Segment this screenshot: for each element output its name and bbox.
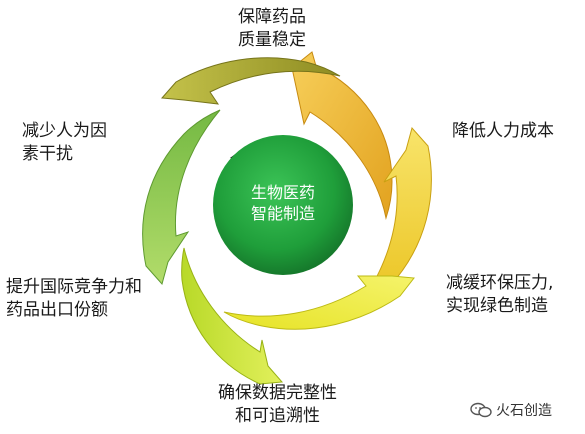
label-quality-line2: 质量稳定 xyxy=(238,30,306,50)
label-data-integrity-line1: 确保数据完整性 xyxy=(218,383,337,403)
label-human-factors: 减少人为因 素干扰 xyxy=(22,120,107,166)
label-competitiveness-line2: 药品出口份额 xyxy=(6,300,108,320)
label-quality-line1: 保障药品 xyxy=(238,7,306,27)
label-green-line2: 实现绿色制造 xyxy=(446,296,548,316)
label-data-integrity-line2: 和可追溯性 xyxy=(235,406,320,426)
arrow-left-upper xyxy=(160,57,341,105)
center-title-line1: 生物医药 xyxy=(250,183,315,202)
label-labor-cost: 降低人力成本 xyxy=(452,120,554,143)
center-title-line2: 智能制造 xyxy=(250,204,315,223)
center-title: 生物医药 智能制造 xyxy=(228,182,338,224)
label-competitiveness: 提升国际竞争力和 药品出口份额 xyxy=(6,276,142,322)
label-labor-cost-line1: 降低人力成本 xyxy=(452,121,554,141)
center-sphere xyxy=(213,135,353,275)
arrow-right-lower xyxy=(223,275,415,330)
arrow-left-lower xyxy=(142,109,221,286)
arrow-bottom xyxy=(181,247,284,385)
label-human-factors-line2: 素干扰 xyxy=(22,144,73,164)
label-competitiveness-line1: 提升国际竞争力和 xyxy=(6,277,142,297)
watermark: 火石创造 xyxy=(470,400,552,420)
watermark-text: 火石创造 xyxy=(496,403,552,419)
label-green: 减缓环保压力, 实现绿色制造 xyxy=(446,272,553,318)
arrow-top-right xyxy=(291,51,393,220)
label-green-line1: 减缓环保压力, xyxy=(446,273,554,293)
wechat-icon xyxy=(470,402,492,418)
label-data-integrity: 确保数据完整性 和可追溯性 xyxy=(218,382,337,428)
label-human-factors-line1: 减少人为因 xyxy=(22,121,107,141)
label-quality: 保障药品 质量稳定 xyxy=(238,6,306,52)
